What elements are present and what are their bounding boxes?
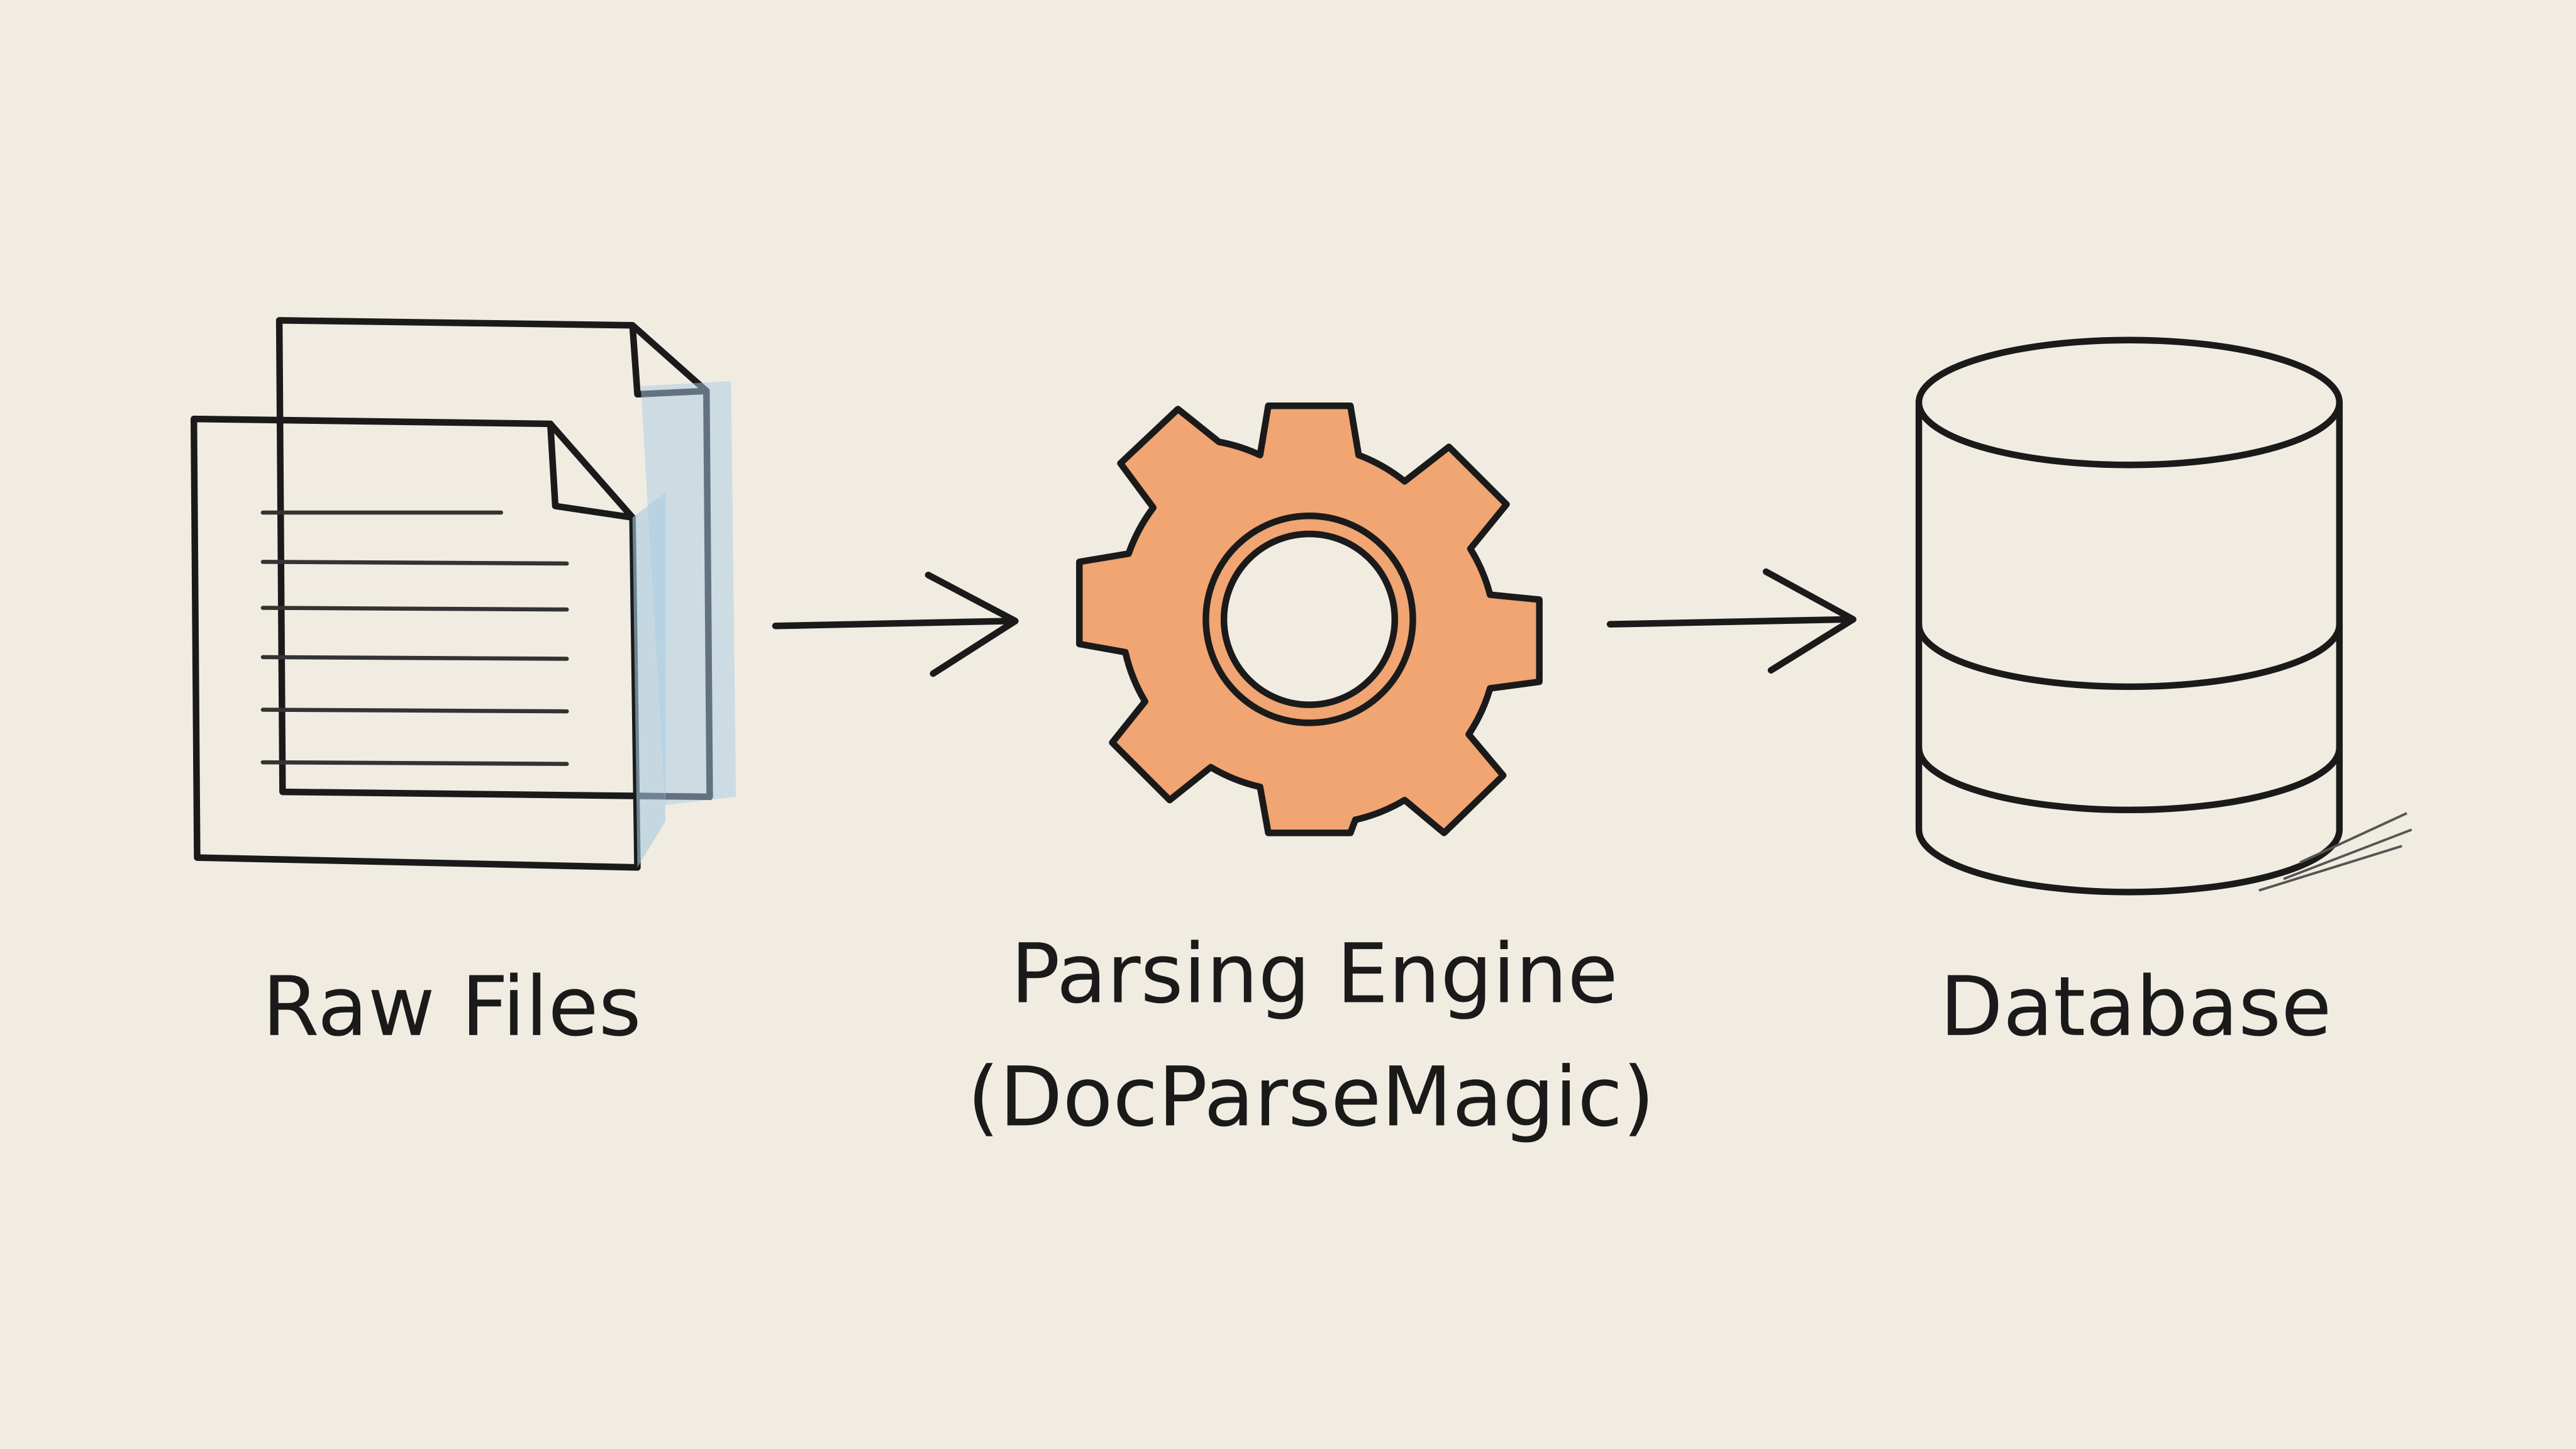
database-label: Database <box>1940 959 2331 1055</box>
documents-icon <box>191 317 736 871</box>
raw-files-label: Raw Files <box>262 959 641 1055</box>
parsing-engine-label: Parsing Engine <box>1011 926 1618 1021</box>
arrow-right-icon <box>772 572 1019 677</box>
parsing-engine-subtitle: (DocParseMagic) <box>967 1049 1655 1145</box>
database-icon <box>1915 336 2412 896</box>
gear-icon <box>1076 402 1543 836</box>
arrow-right-icon <box>1606 568 1857 674</box>
